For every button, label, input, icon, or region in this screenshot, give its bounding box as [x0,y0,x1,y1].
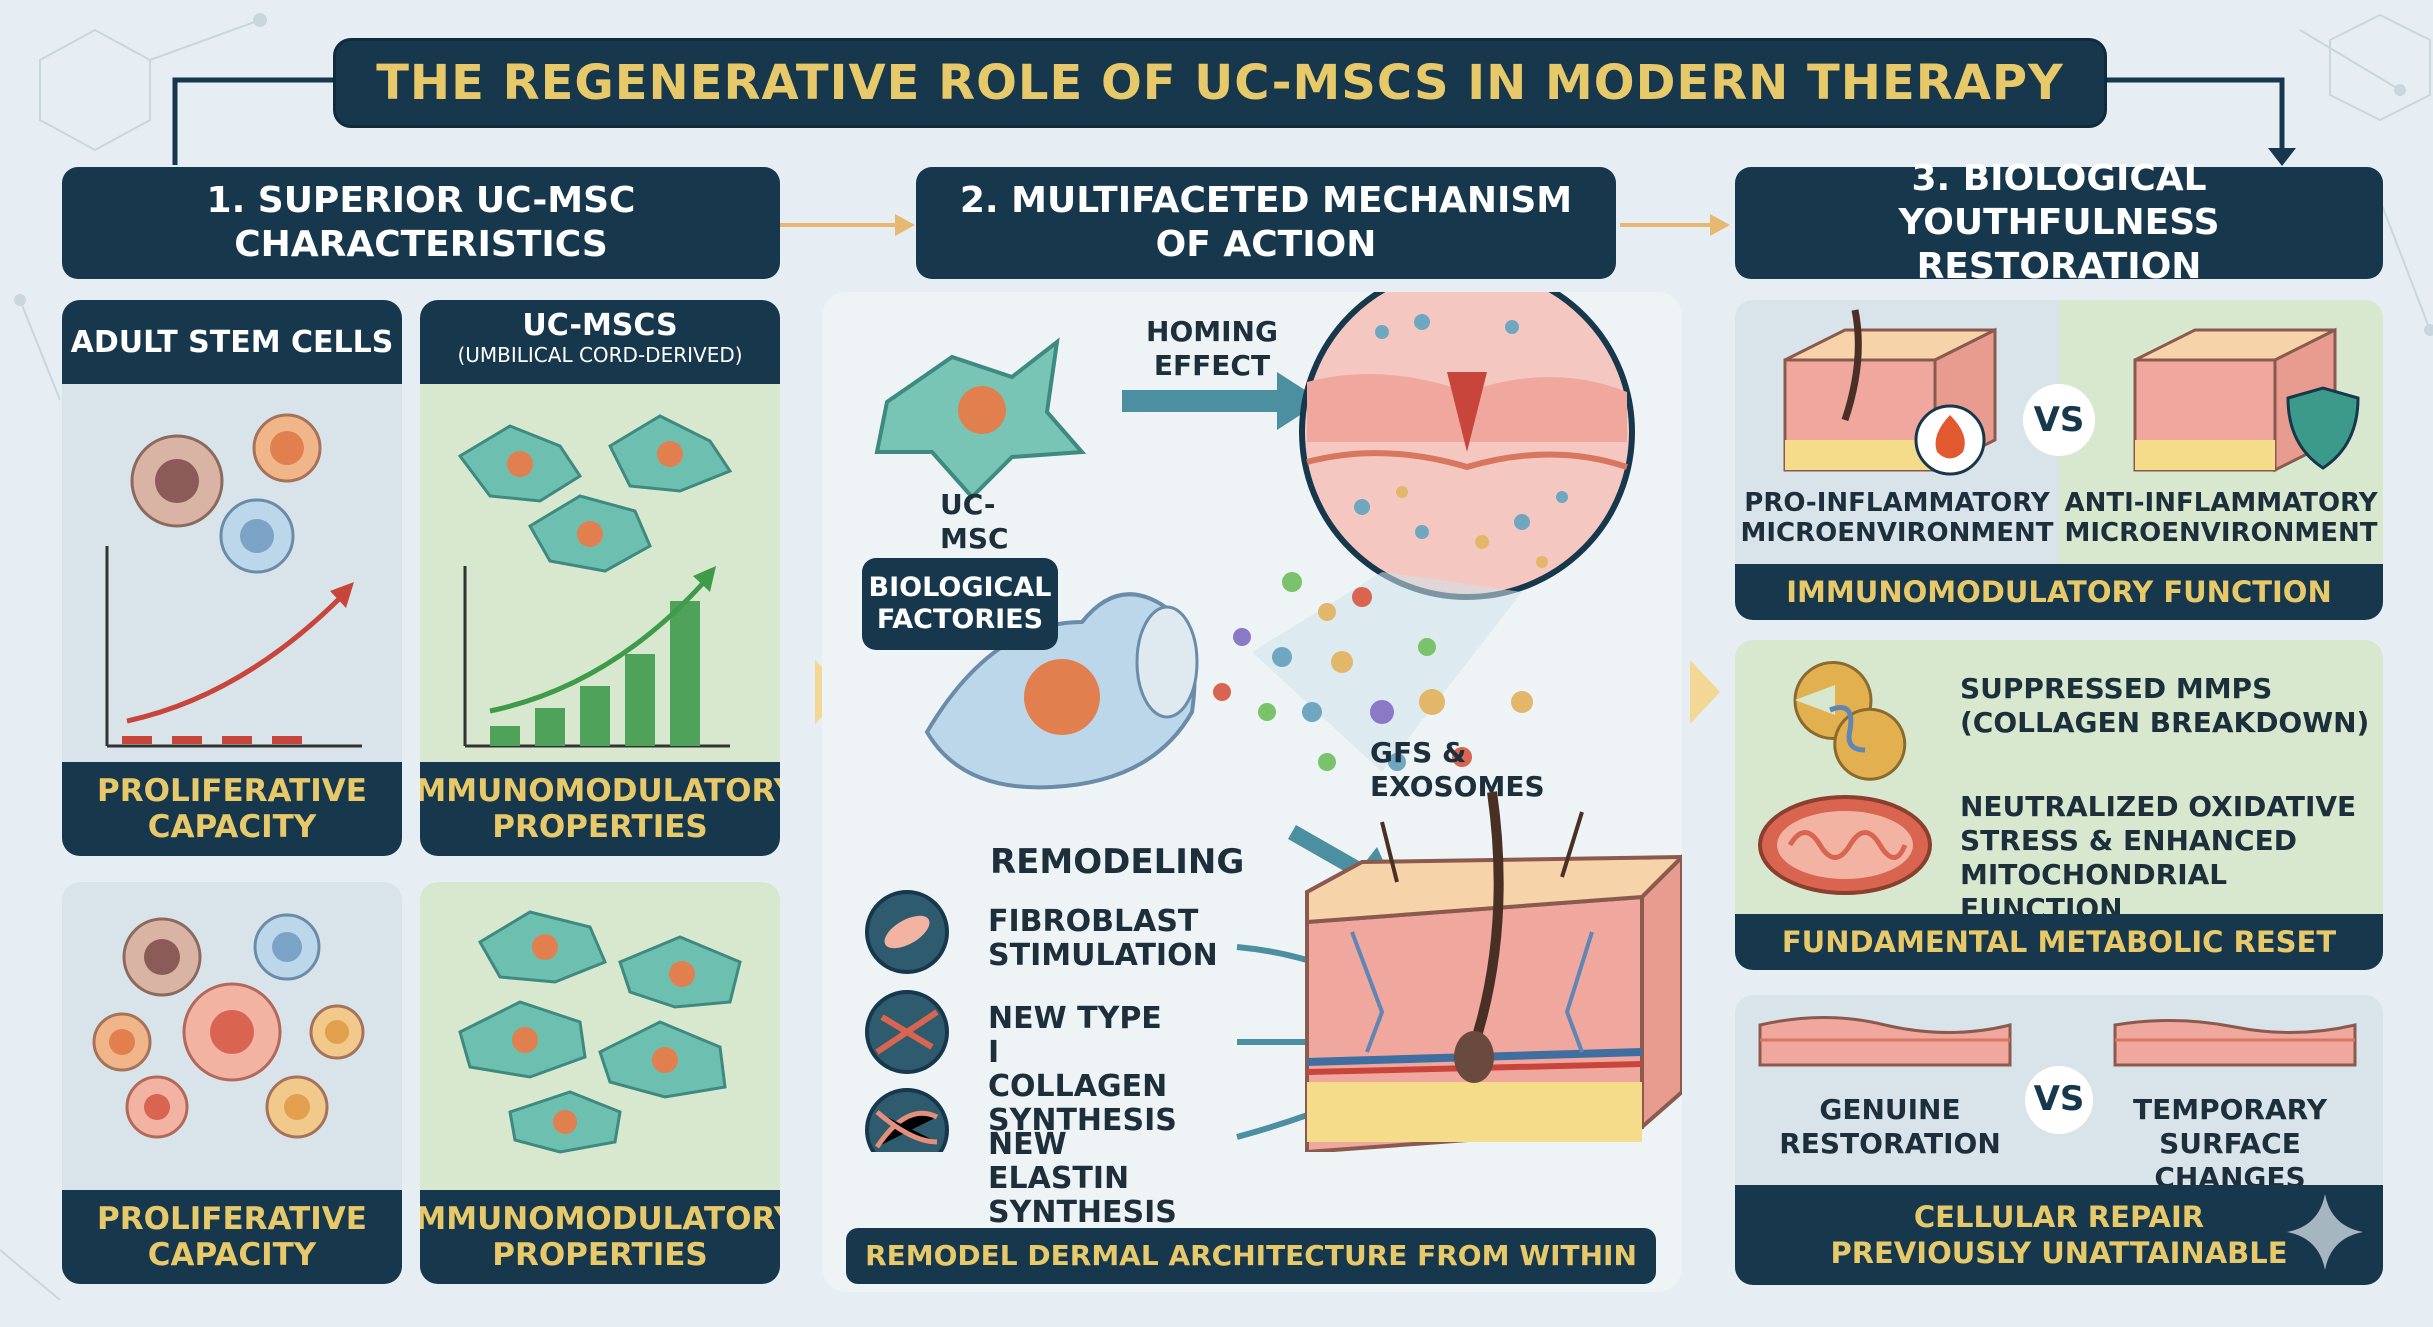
genuine-restoration-label: GENUINE RESTORATION [1779,1093,2001,1160]
anti-inflammatory-label: ANTI-INFLAMMATORY MICROENVIRONMENT [2064,488,2378,548]
adult-bottom-label: PROLIFERATIVE CAPACITY [97,1201,367,1273]
adult-stem-cells-card: ADULT STEM CELLS PROLIFERATIVE CAPACITY [62,300,402,856]
temporary-changes-label: TEMPORARY SURFACE CHANGES [2133,1093,2327,1194]
inflammation-comparison-illustration [1783,309,2360,476]
sparkle-icon [2287,1194,2363,1270]
ucmsc-growth-chart [457,414,733,748]
ucmsc-header: UC-MSCs [522,308,678,343]
remodel-item-elastin: NEW ELASTIN SYNTHESIS [988,1127,1177,1230]
adult-cells-bottom-card: PROLIFERATIVE CAPACITY [62,882,402,1284]
metabolic-footer: FUNDAMENTAL METABOLIC RESET [1781,925,2337,959]
oxidative-text: NEUTRALIZED OXIDATIVE STRESS & ENHANCED … [1960,790,2357,925]
section-1-header: 1. SUPERIOR UC-MSC CHARACTERISTICS [62,167,780,279]
shield-icon [2286,386,2360,470]
ucmsc-top-label: IMMUNOMODULATORY PROPERTIES [420,773,780,845]
restoration-comparison-illustration [1758,1016,2357,1134]
repair-footer: CELLULAR REPAIR PREVIOUSLY UNATTAINABLE [1830,1200,2288,1270]
ucmsc-bottom-label: IMMUNOMODULATORY PROPERTIES [420,1201,780,1273]
mechanism-illustration [865,292,1682,1152]
ucmsc-bottom-card: IMMUNOMODULATORY PROPERTIES [420,882,780,1284]
remodel-item-collagen: NEW TYPE I COLLAGEN SYNTHESIS [988,1001,1177,1138]
immunomodulatory-card: VS PRO-INFLAMMATORY MICROENVIRONMENT ANT… [1735,300,2383,620]
page-title: THE REGENERATIVE ROLE OF UC-MSCs IN MODE… [333,38,2107,128]
remodel-item-fibroblast: FIBROBLAST STIMULATION [988,904,1218,973]
homing-effect-label: HOMING EFFECT [1146,315,1278,382]
restoration-card: VS GENUINE RESTORATION TEMPORARY SURFACE… [1735,995,2383,1285]
mmp-text: SUPPRESSED MMPs (COLLAGEN BREAKDOWN) [1960,672,2370,739]
mechanism-footer: REMODEL DERMAL ARCHITECTURE FROM WITHIN [846,1228,1656,1284]
section-3-header: 3. BIOLOGICAL YOUTHFULNESS RESTORATION [1735,158,2383,287]
adult-cells-growth-chart [105,413,362,748]
adult-cells-cluster-illustration [92,913,365,1139]
ucmsc-cluster-illustration [458,910,742,1154]
pro-inflammatory-label: PRO-INFLAMMATORY MICROENVIRONMENT [1740,488,2054,548]
immuno-vs-label: VS [2033,400,2085,440]
ucmsc-card: UC-MSCs (UMBILICAL CORD-DERIVED) IMMUNOM… [420,300,780,856]
ucmsc-subheader: (UMBILICAL CORD-DERIVED) [457,343,743,367]
gfs-exosomes-label: GFs & EXOSOMES [1370,736,1545,803]
adult-stem-cells-header: ADULT STEM CELLS [62,300,402,384]
immunomodulatory-footer: IMMUNOMODULATORY FUNCTION [1786,575,2332,609]
remodeling-label: REMODELING [990,842,1245,882]
section-2-header: 2. MULTIFACETED MECHANISM OF ACTION [916,167,1616,279]
fire-icon [1935,415,1965,459]
biological-factories-label: BIOLOGICAL FACTORIES [862,558,1058,650]
adult-top-label: PROLIFERATIVE CAPACITY [97,773,367,845]
mmp-mitochondria-illustration [1758,661,1932,895]
metabolic-card: SUPPRESSED MMPs (COLLAGEN BREAKDOWN) NEU… [1735,640,2383,970]
restoration-vs-label: VS [2033,1079,2085,1119]
ucmsc-cell-label: UC-MSC [940,488,1009,555]
